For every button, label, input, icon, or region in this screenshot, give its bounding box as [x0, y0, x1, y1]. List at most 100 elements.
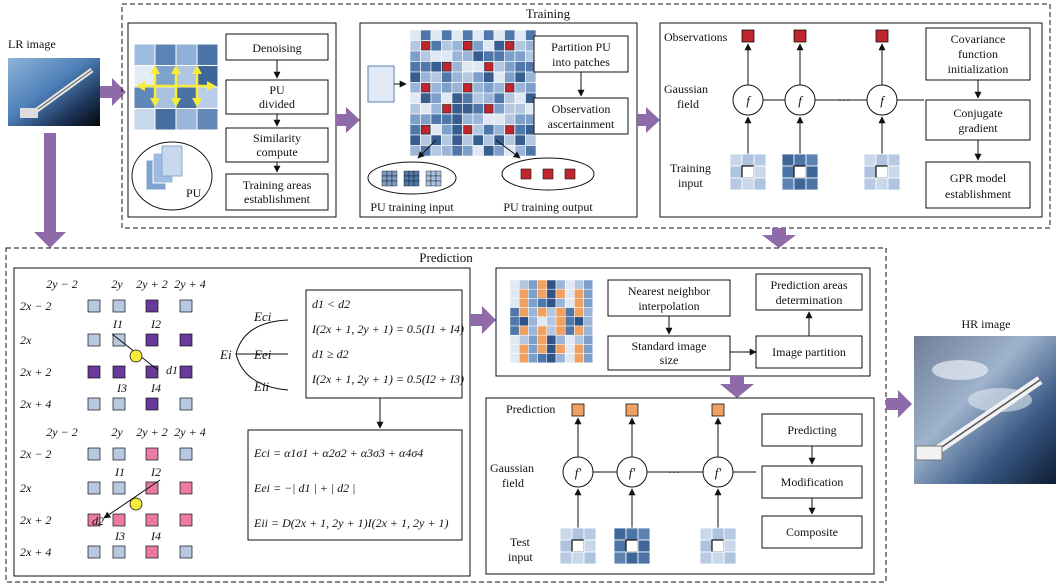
conjugate-line2: gradient	[958, 121, 998, 135]
grid-cell	[441, 82, 453, 94]
grid-cell	[546, 353, 557, 364]
grid-cell	[564, 288, 575, 299]
grid-cell	[509, 288, 520, 299]
grid-cell	[528, 353, 538, 364]
grid-cell	[409, 124, 421, 136]
observation-cell	[463, 41, 473, 51]
grid-cell	[518, 279, 529, 290]
pixel-square	[145, 333, 159, 347]
grid-cell	[493, 134, 505, 146]
grid-cell	[451, 40, 463, 52]
grid-cell	[509, 298, 520, 308]
patch-cell	[699, 551, 713, 565]
grid-cell	[409, 71, 421, 83]
row-label: 2x + 2	[20, 513, 51, 527]
grid-cell	[483, 92, 495, 104]
patch-cell	[805, 165, 819, 179]
grid-cell	[546, 334, 557, 345]
gpr-model-line2: establishment	[945, 187, 1012, 201]
grid-cell	[528, 288, 538, 299]
grid-cell	[493, 40, 505, 52]
training-areas-box	[225, 173, 329, 211]
output-square	[542, 168, 554, 180]
standard-box	[607, 335, 731, 371]
distance-d1: d1	[166, 363, 178, 377]
grid-cell	[441, 50, 453, 62]
row-label: 2x − 2	[20, 447, 51, 461]
training-input-patches	[381, 170, 442, 187]
lr-image	[8, 58, 100, 126]
patch-cell	[875, 177, 889, 191]
grid-cell	[528, 298, 538, 308]
patch-cell	[583, 551, 597, 565]
prediction-grid	[509, 279, 594, 364]
pixel-square	[87, 447, 101, 461]
grid-cell	[514, 71, 526, 83]
mini-cell	[430, 170, 437, 177]
mini-cell	[413, 175, 420, 182]
mini-cell	[435, 170, 442, 177]
grid-cell	[409, 61, 421, 73]
observation-line2: ascertainment	[548, 117, 615, 131]
col-label: 2y + 2	[136, 425, 167, 439]
grid-cell	[430, 61, 442, 73]
pixel-square	[87, 333, 101, 347]
patch-grid	[409, 29, 537, 157]
grid-cell	[509, 334, 520, 345]
image-partition-label: Image partition	[772, 345, 846, 359]
grid-cell	[514, 113, 526, 125]
composite-label: Composite	[786, 525, 838, 539]
training-region	[121, 3, 1051, 229]
pu-divided-line1: PU	[269, 83, 285, 97]
observation-cell	[442, 62, 452, 72]
patch-cell	[863, 177, 877, 191]
arrow-partition-to-gp	[720, 376, 754, 398]
patch-cell	[625, 551, 639, 565]
grid-cell	[546, 279, 557, 290]
grid-cell	[483, 134, 495, 146]
grid-cell	[525, 71, 537, 83]
observation-cell	[505, 125, 515, 135]
grid-cell	[583, 316, 594, 327]
grid-cell	[583, 344, 594, 354]
mini-cell	[413, 170, 420, 177]
arrow-patches-to-gp	[637, 107, 660, 133]
pixel-square	[145, 513, 159, 527]
neighbor-i2: I2	[150, 465, 161, 479]
grid-cell	[462, 61, 474, 73]
grid-cell	[409, 92, 421, 104]
grid-cell	[493, 103, 505, 115]
grid-cell	[441, 40, 453, 52]
pred-areas-box	[755, 273, 863, 311]
grid-cell	[574, 344, 584, 354]
energy-eci: Eci	[253, 309, 272, 324]
denoising-label: Denoising	[252, 41, 301, 55]
grid-cell	[493, 29, 505, 41]
patch-cell	[793, 153, 807, 167]
neighbor-i4: I4	[150, 529, 161, 543]
patch-cell	[875, 153, 889, 167]
grid-cell	[574, 316, 584, 327]
patch-center	[571, 539, 585, 553]
similarity-box	[225, 127, 329, 163]
mini-cell	[408, 170, 415, 177]
grid-cell	[518, 334, 529, 345]
neighbor-i2: I2	[150, 317, 161, 331]
conjugate-line1: Conjugate	[953, 106, 1002, 120]
pixel-square	[145, 365, 159, 379]
grid-cell	[430, 82, 442, 94]
nearest-line1: Nearest neighbor	[628, 284, 710, 298]
pred-gaussian-line1: Gaussian	[490, 461, 534, 475]
grid-cell	[420, 61, 432, 73]
grid-cell	[493, 61, 505, 73]
row-label: 2x + 4	[20, 545, 51, 559]
neighbor-i4: I4	[150, 381, 161, 395]
mini-cell	[408, 175, 415, 182]
grid-cell	[451, 134, 463, 146]
grid-cell	[537, 279, 548, 290]
patch-cell	[753, 165, 767, 179]
patch-cell	[863, 153, 877, 167]
grid-cell	[514, 124, 526, 136]
